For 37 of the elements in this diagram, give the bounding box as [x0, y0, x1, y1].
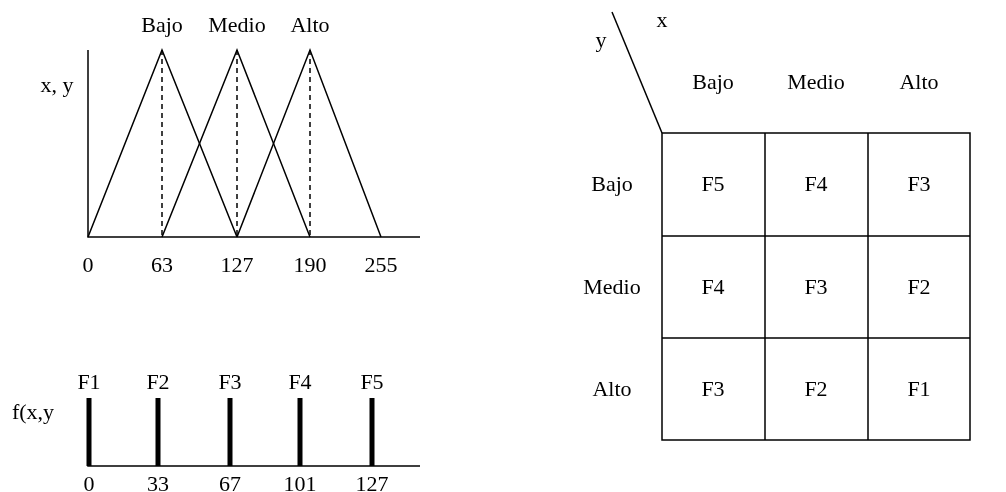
rule-output: F2 [804, 378, 828, 400]
fuzzy-set-label: Alto [290, 14, 330, 36]
rule-output: F3 [701, 378, 725, 400]
column-header: Medio [787, 71, 845, 93]
singleton-label: F5 [360, 371, 384, 393]
column-header: Alto [899, 71, 939, 93]
fuzzy-set-label: Bajo [141, 14, 183, 36]
row-header: Medio [583, 276, 641, 298]
rule-output: F1 [907, 378, 931, 400]
rule-output: F3 [907, 173, 931, 195]
singleton-label: F3 [218, 371, 242, 393]
rule-output: F5 [701, 173, 725, 195]
axis-title: f(x,y [11, 401, 55, 423]
rule-output: F4 [804, 173, 828, 195]
singleton-label: F1 [77, 371, 101, 393]
tick-value: 127 [220, 254, 254, 276]
tick-value: 0 [83, 473, 95, 492]
fuzzy-set-label: Medio [208, 14, 266, 36]
singleton-label: F2 [146, 371, 170, 393]
row-header: Alto [592, 378, 632, 400]
tick-value: 101 [283, 473, 317, 492]
row-header: Bajo [591, 173, 633, 195]
rule-output: F2 [907, 276, 931, 298]
rule-output: F3 [804, 276, 828, 298]
tick-value: 255 [364, 254, 398, 276]
axis-title: x [656, 9, 668, 31]
column-header: Bajo [692, 71, 734, 93]
rule-output: F4 [701, 276, 725, 298]
tick-value: 67 [219, 473, 241, 492]
tick-value: 63 [151, 254, 173, 276]
tick-value: 33 [147, 473, 169, 492]
axis-title: x, y [40, 74, 74, 96]
singleton-label: F4 [288, 371, 312, 393]
tick-value: 190 [293, 254, 327, 276]
tick-value: 0 [82, 254, 94, 276]
tick-value: 127 [355, 473, 389, 492]
axis-title: y [595, 29, 607, 51]
